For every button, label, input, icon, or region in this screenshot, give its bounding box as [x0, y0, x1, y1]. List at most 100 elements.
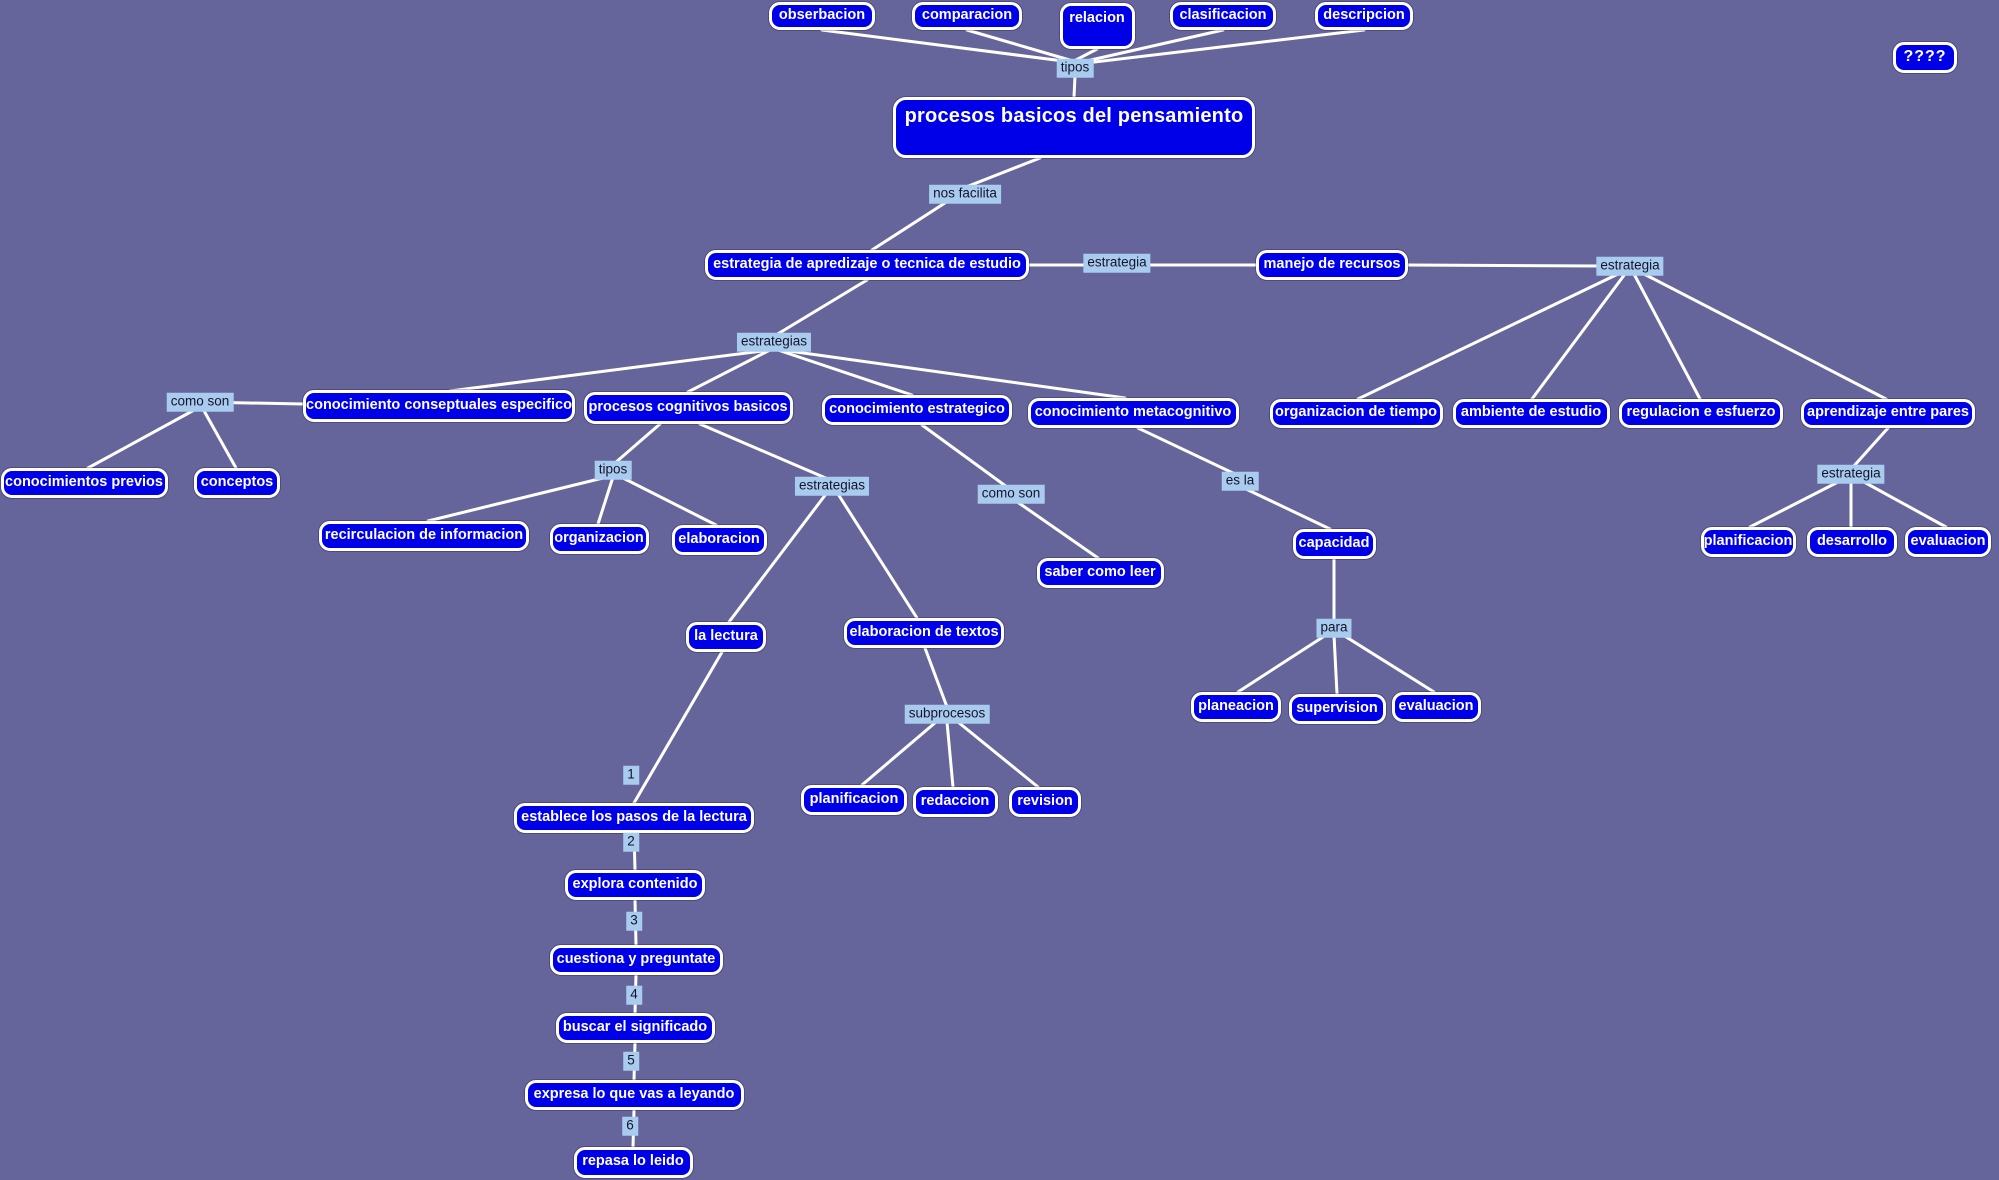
concept-node-planeacion[interactable]: planeacion — [1191, 692, 1281, 722]
concept-node-conceptos[interactable]: conceptos — [194, 468, 280, 498]
link-label-step-4[interactable]: 4 — [626, 985, 642, 1005]
connector-line — [870, 199, 950, 252]
link-label-estrategias-2[interactable]: estrategias — [794, 476, 870, 496]
concept-node-procesos-basicos[interactable]: procesos basicos del pensamiento — [893, 96, 1255, 158]
concept-node-descripcion[interactable]: descripcion — [1315, 2, 1413, 30]
concept-node-redaccion[interactable]: redaccion — [912, 787, 998, 817]
concept-node-planificacion-med[interactable]: planificacion — [801, 785, 907, 815]
concept-node-recirculacion[interactable]: recirculacion de informacion — [319, 521, 529, 551]
concept-node-evaluacion-der[interactable]: evaluacion — [1905, 527, 1991, 557]
connector-line — [201, 407, 238, 470]
connector-line — [1236, 633, 1328, 694]
connector-line — [965, 28, 1075, 63]
connector-line — [1356, 272, 1620, 401]
concept-node-expresa-leyando[interactable]: expresa lo que vas a leyando — [524, 1080, 744, 1110]
link-label-step-6[interactable]: 6 — [622, 1116, 638, 1136]
connector-line — [1136, 426, 1237, 476]
concept-node-con-estrategico[interactable]: conocimiento estrategico — [822, 395, 1012, 425]
link-label-estrategia-mid[interactable]: estrategia — [1083, 253, 1151, 273]
concept-node-reg-esfuerzo[interactable]: regulacion e esfuerzo — [1619, 398, 1783, 428]
concept-node-establece-pasos[interactable]: establece los pasos de la lectura — [514, 803, 754, 833]
link-label-subprocesos[interactable]: subprocesos — [904, 704, 990, 724]
concept-node-revision[interactable]: revision — [1009, 787, 1081, 817]
concept-node-estrategia-aprendizaje[interactable]: estrategia de apredizaje o tecnica de es… — [705, 250, 1029, 280]
concept-node-repasa-leido[interactable]: repasa lo leido — [573, 1146, 693, 1178]
concept-node-evaluacion-med[interactable]: evaluacion — [1391, 692, 1481, 722]
connector-line — [86, 407, 198, 470]
concept-node-supervision[interactable]: supervision — [1288, 694, 1386, 724]
connector-line — [920, 423, 1009, 489]
concept-node-manejo-recursos[interactable]: manejo de recursos — [1256, 250, 1408, 280]
connector-line — [1406, 263, 1602, 268]
connector-line — [632, 650, 724, 805]
link-label-nos-facilita[interactable]: nos facilita — [929, 184, 1001, 204]
connector-line — [1642, 272, 1888, 401]
connector-line — [774, 278, 869, 337]
concept-node-obserbacion[interactable]: obserbacion — [769, 2, 875, 30]
connector-line — [1748, 480, 1840, 529]
concept-node-clasificacion[interactable]: clasificacion — [1170, 2, 1276, 30]
link-label-estrategia-der1[interactable]: estrategia — [1596, 256, 1664, 276]
concept-node-explora-contenido[interactable]: explora contenido — [565, 870, 705, 900]
concept-node-buscar-significado[interactable]: buscar el significado — [555, 1013, 715, 1043]
link-label-estrategias-1[interactable]: estrategias — [736, 332, 812, 352]
connector-line — [776, 348, 914, 397]
link-label-step-3[interactable]: 3 — [626, 911, 642, 931]
concept-node-elaboracion-textos[interactable]: elaboracion de textos — [844, 618, 1004, 648]
concept-node-la-lectura[interactable]: la lectura — [686, 622, 766, 652]
link-label-para[interactable]: para — [1316, 618, 1352, 638]
connector-line — [1632, 272, 1702, 401]
connector-line — [727, 492, 828, 624]
connector-line — [698, 422, 830, 481]
concept-node-saber-como-leer[interactable]: saber como leer — [1036, 558, 1164, 588]
connector-line — [780, 348, 1127, 400]
concept-node-cuestiona-preguntate[interactable]: cuestiona y preguntate — [549, 945, 723, 975]
concept-node-relacion[interactable]: relacion — [1059, 3, 1135, 49]
concept-node-apr-pares[interactable]: aprendizaje entre pares — [1801, 398, 1975, 428]
connector-line — [1862, 480, 1948, 529]
connector-line — [448, 348, 772, 393]
link-label-es-la[interactable]: es la — [1221, 471, 1259, 491]
concept-node-planificacion-der[interactable]: planificacion — [1700, 527, 1796, 557]
link-label-step-1[interactable]: 1 — [623, 765, 639, 785]
connector-line — [1341, 633, 1436, 694]
concept-node-con-metacognitivo[interactable]: conocimiento metacognitivo — [1027, 398, 1239, 428]
concept-node-amb-estudio[interactable]: ambiente de estudio — [1452, 398, 1610, 428]
connector-line — [596, 475, 615, 526]
concept-node-elaboracion[interactable]: elaboracion — [671, 525, 767, 555]
connector-line — [686, 348, 772, 394]
link-label-tipos-top[interactable]: tipos — [1056, 58, 1094, 78]
link-label-tipos-2[interactable]: tipos — [594, 460, 632, 480]
connector-line — [613, 422, 662, 465]
concept-node-desarrollo[interactable]: desarrollo — [1807, 527, 1897, 557]
concept-node-organizacion[interactable]: organizacion — [549, 524, 649, 554]
connector-line — [836, 492, 919, 620]
link-label-step-5[interactable]: 5 — [623, 1051, 639, 1071]
concept-node-org-tiempo[interactable]: organizacion de tiempo — [1269, 398, 1443, 428]
connector-line — [860, 720, 938, 787]
connector-line — [923, 646, 949, 709]
concept-node-unknown[interactable]: ???? — [1893, 41, 1957, 73]
connector-line — [619, 475, 718, 527]
concept-node-con-previos[interactable]: conocimientos previos — [0, 468, 168, 498]
concept-node-proc-cognitivos[interactable]: procesos cognitivos basicos — [583, 392, 793, 424]
connector-line — [1014, 499, 1100, 560]
link-label-como-son-2[interactable]: como son — [977, 484, 1045, 504]
concept-node-capacidad[interactable]: capacidad — [1292, 529, 1376, 559]
link-label-como-son-1[interactable]: como son — [166, 392, 234, 412]
connector-line — [1332, 633, 1339, 696]
concept-node-comparacion[interactable]: comparacion — [912, 2, 1022, 30]
link-label-estrategia-der2[interactable]: estrategia — [1817, 464, 1885, 484]
connector-line — [956, 720, 1040, 789]
connector-line — [426, 475, 609, 523]
connector-line — [1244, 487, 1332, 531]
connector-line — [945, 720, 955, 789]
connector-line — [964, 156, 1042, 189]
link-label-step-2[interactable]: 2 — [623, 832, 639, 852]
connector-line — [1072, 74, 1077, 99]
connector-line — [820, 28, 1073, 64]
connector-line — [1851, 426, 1890, 469]
concept-node-con-conseptuales[interactable]: conocimiento conseptuales especifico — [303, 390, 575, 422]
